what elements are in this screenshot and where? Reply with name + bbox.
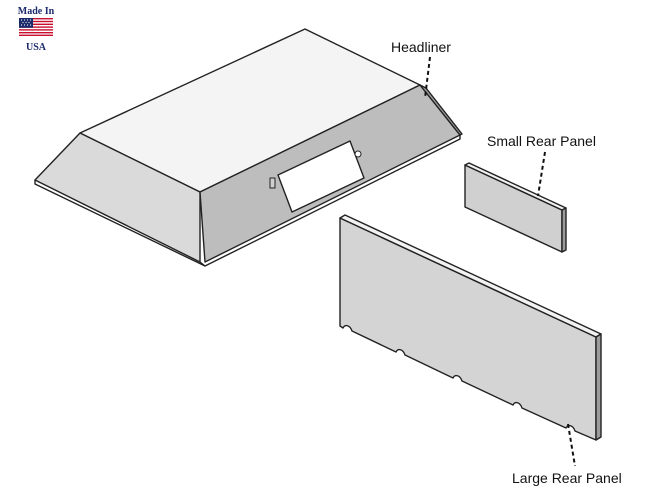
made-in-usa-badge: Made In USA — [14, 6, 58, 53]
large-panel-leader — [567, 423, 576, 467]
headliner-part — [34, 28, 463, 267]
large-rear-panel-label: Large Rear Panel — [512, 470, 622, 486]
large-rear-panel-part — [339, 214, 602, 441]
badge-line-1: Made In — [17, 6, 55, 17]
small-rear-panel-label: Small Rear Panel — [487, 133, 596, 149]
us-flag-icon — [19, 18, 53, 36]
headliner-label: Headliner — [391, 39, 451, 55]
small-rear-panel-part — [464, 162, 567, 253]
badge-line-2: USA — [25, 42, 46, 53]
headliner-right-edge — [419, 84, 463, 136]
headliner-cutout — [277, 140, 365, 213]
leader-lines — [424, 56, 576, 467]
small-panel-leader — [537, 151, 546, 197]
